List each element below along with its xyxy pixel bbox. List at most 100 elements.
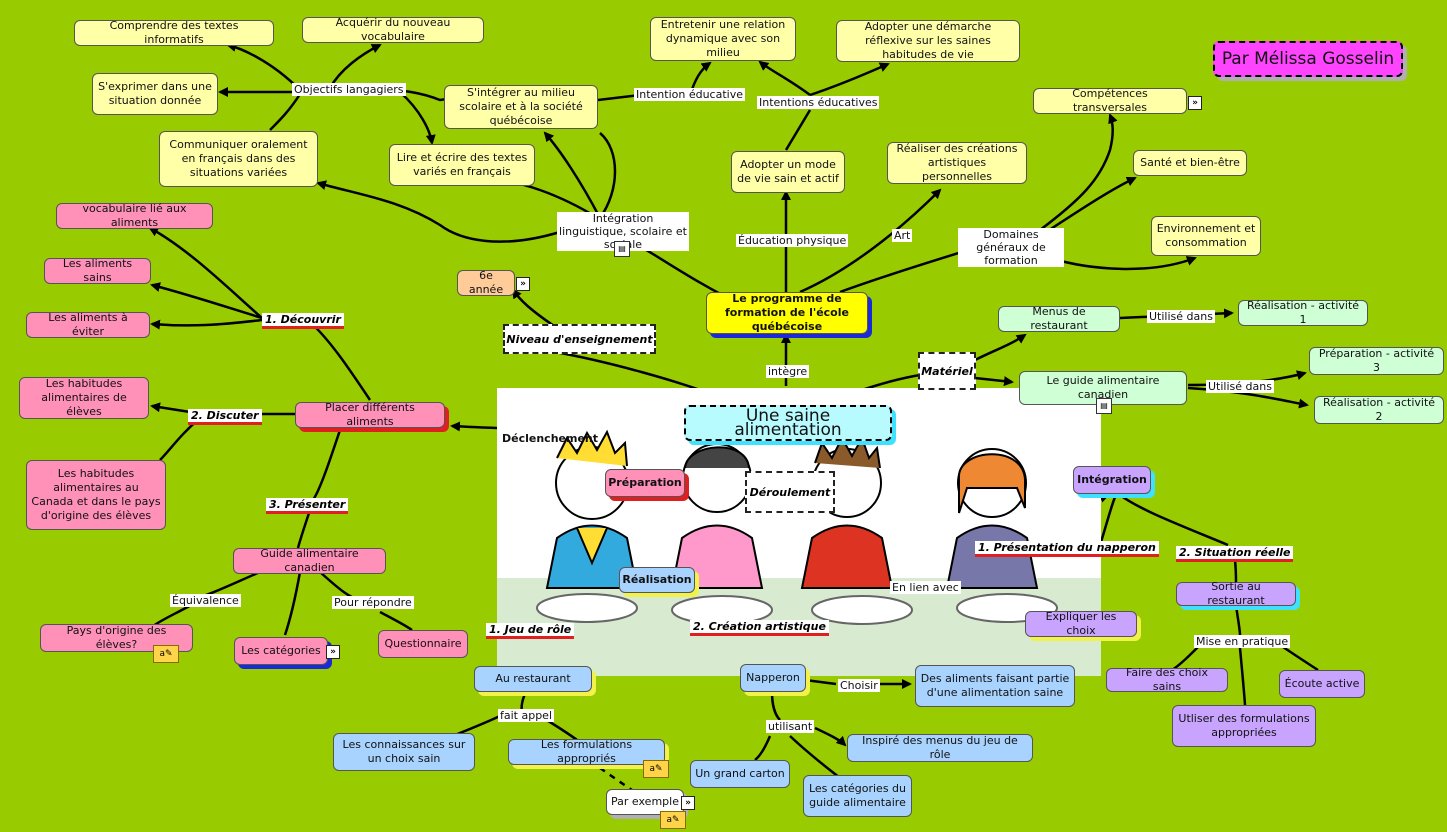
node-label: Napperon <box>746 671 800 684</box>
node-integration[interactable]: Intégration <box>1073 466 1151 494</box>
node-creations[interactable]: Réaliser des créations artistiques perso… <box>887 142 1027 184</box>
node-lire[interactable]: Lire et écrire des textes variés en fran… <box>389 144 535 186</box>
node-label: 6e année <box>468 269 504 296</box>
node-sante[interactable]: Santé et bien-être <box>1133 150 1247 176</box>
label-fait-appel: fait appel <box>498 709 555 722</box>
chevron-double-right-icon[interactable]: » <box>1188 96 1202 110</box>
node-grand-carton[interactable]: Un grand carton <box>690 760 790 788</box>
chevron-double-right-icon[interactable]: » <box>326 645 340 659</box>
node-label: S'intégrer au milieu scolaire et à la so… <box>459 86 583 127</box>
section-presenter: 3. Présenter <box>266 498 349 514</box>
node-label: Le programme de formation de l'école qué… <box>725 292 849 333</box>
node-label: Réalisation - activité 1 <box>1246 299 1360 326</box>
node-real1[interactable]: Réalisation - activité 1 <box>1238 299 1368 326</box>
node-label: Questionnaire <box>384 637 462 650</box>
node-label: Préparation - activité 3 <box>1318 347 1435 374</box>
section-jeu-role: 1. Jeu de rôle <box>486 623 575 639</box>
node-formulations-app[interactable]: Utliser des formulations appropriées <box>1172 705 1316 747</box>
node-prep3[interactable]: Préparation - activité 3 <box>1309 347 1444 375</box>
label-intentions: Intentions éducatives <box>757 96 880 109</box>
node-connaissances[interactable]: Les connaissances sur un choix sain <box>333 733 475 771</box>
node-label: Les formulations appropriés <box>540 738 633 765</box>
chevron-double-right-icon[interactable]: » <box>516 277 530 291</box>
section-creation: 2. Création artistique <box>690 620 829 636</box>
node-label: Entretenir une relation dynamique avec s… <box>660 18 786 59</box>
note-icon[interactable]: a✎ <box>660 811 686 829</box>
label-en-lien: En lien avec <box>890 581 961 594</box>
node-mode-vie[interactable]: Adopter un mode de vie sain et actif <box>731 151 845 193</box>
author-badge: Par Mélissa Gosselin <box>1213 41 1403 77</box>
node-ecoute[interactable]: Écoute active <box>1279 670 1365 698</box>
node-environnement[interactable]: Environnement et consommation <box>1151 216 1261 256</box>
dashed-niveau[interactable]: Niveau d'enseignement <box>503 324 656 354</box>
node-napperon[interactable]: Napperon <box>740 664 806 692</box>
node-label: Pays d'origine des élèves? <box>66 624 167 651</box>
node-inspire[interactable]: Inspiré des menus du jeu de rôle <box>847 734 1033 762</box>
label-art: Art <box>892 229 913 242</box>
node-questionnaire[interactable]: Questionnaire <box>378 630 468 658</box>
node-real2[interactable]: Réalisation - activité 2 <box>1314 396 1444 424</box>
node-faire-choix[interactable]: Faire des choix sains <box>1106 666 1228 693</box>
node-label: Faire des choix sains <box>1126 666 1208 693</box>
node-label: Inspiré des menus du jeu de rôle <box>862 734 1018 761</box>
node-categories-guide[interactable]: Les catégories du guide alimentaire <box>803 775 912 817</box>
label-pour-repondre: Pour répondre <box>332 596 414 609</box>
node-program[interactable]: Le programme de formation de l'école qué… <box>706 292 868 334</box>
node-competences[interactable]: Compétences transversales <box>1033 87 1187 114</box>
node-label: Les connaissances sur un choix sain <box>342 738 466 765</box>
note-icon[interactable]: a✎ <box>643 760 669 778</box>
node-label: Des aliments faisant partie d'une alimen… <box>920 672 1070 699</box>
node-preparation[interactable]: Préparation <box>605 469 685 497</box>
node-label: Adopter un mode de vie sain et actif <box>737 158 839 185</box>
node-label: S'exprimer dans une situation donnée <box>98 80 212 107</box>
node-label: Compétences transversales <box>1072 87 1148 114</box>
node-eviter[interactable]: Les aliments à éviter <box>26 311 150 338</box>
label-utilisant: utilisant <box>766 720 815 733</box>
node-habitudes-canada[interactable]: Les habitudes alimentaires au Canada et … <box>26 460 166 530</box>
node-label: Les catégories <box>241 644 321 657</box>
node-guide-can[interactable]: Le guide alimentaire canadien <box>1019 371 1187 405</box>
node-categories[interactable]: Les catégories <box>234 637 328 665</box>
node-label: Guide alimentaire canadien <box>260 547 359 574</box>
node-vocabulaire[interactable]: Acquérir du nouveau vocabulaire <box>302 16 484 43</box>
chevron-double-right-icon[interactable]: » <box>681 796 695 810</box>
node-label: Réaliser des créations artistiques perso… <box>896 142 1018 183</box>
node-integrer[interactable]: S'intégrer au milieu scolaire et à la so… <box>444 85 598 129</box>
node-reflexive[interactable]: Adopter une démarche réflexive sur les s… <box>836 20 1020 62</box>
label-text: Domaines généraux de formation <box>976 228 1046 267</box>
label-utilise-2: Utilisé dans <box>1206 380 1274 393</box>
children-table-illustration <box>497 388 1101 676</box>
node-label: Communiquer oralement en français dans d… <box>169 138 308 179</box>
node-label: Placer différents aliments <box>325 401 415 428</box>
label-choisir: Choisir <box>838 679 880 692</box>
label-equivalence: Équivalence <box>170 594 241 607</box>
node-pays[interactable]: Pays d'origine des élèves? <box>40 624 193 652</box>
node-realisation[interactable]: Réalisation <box>619 567 695 593</box>
node-label: Niveau d'enseignement <box>506 332 653 346</box>
dashed-deroulement[interactable]: Déroulement <box>745 471 835 513</box>
node-communiquer[interactable]: Communiquer oralement en français dans d… <box>159 131 318 187</box>
node-placer[interactable]: Placer différents aliments <box>295 401 445 428</box>
node-guide-alim[interactable]: Guide alimentaire canadien <box>233 547 386 574</box>
node-vocab-aliments[interactable]: vocabulaire lié aux aliments <box>56 202 213 229</box>
node-comprendre[interactable]: Comprendre des textes informatifs <box>74 19 274 46</box>
node-formulations[interactable]: Les formulations appropriés <box>508 738 665 765</box>
section-decouvrir: 1. Découvrir <box>262 313 344 329</box>
central-topic[interactable]: Une saine alimentation <box>684 405 892 441</box>
node-sortie[interactable]: Sortie au restaurant <box>1176 580 1296 607</box>
dashed-materiel[interactable]: Matériel <box>918 352 976 390</box>
node-par-exemple[interactable]: Par exemple <box>606 789 684 815</box>
memo-icon[interactable]: ▤ <box>614 241 630 257</box>
node-expliquer[interactable]: Expliquer les choix <box>1025 610 1137 637</box>
note-icon[interactable]: a✎ <box>153 645 179 663</box>
node-menus[interactable]: Menus de restaurant <box>998 305 1120 332</box>
node-au-restaurant[interactable]: Au restaurant <box>474 666 592 692</box>
memo-icon[interactable]: ▤ <box>1096 398 1112 414</box>
node-habitudes-eleves[interactable]: Les habitudes alimentaires de élèves <box>19 377 149 419</box>
node-sains[interactable]: Les aliments sains <box>44 257 151 284</box>
node-label: vocabulaire lié aux aliments <box>82 202 187 229</box>
node-relation[interactable]: Entretenir une relation dynamique avec s… <box>650 17 796 61</box>
node-sixieme[interactable]: 6e année <box>457 269 515 296</box>
node-exprimer[interactable]: S'exprimer dans une situation donnée <box>92 73 218 115</box>
node-aliments-saine[interactable]: Des aliments faisant partie d'une alimen… <box>915 665 1075 707</box>
